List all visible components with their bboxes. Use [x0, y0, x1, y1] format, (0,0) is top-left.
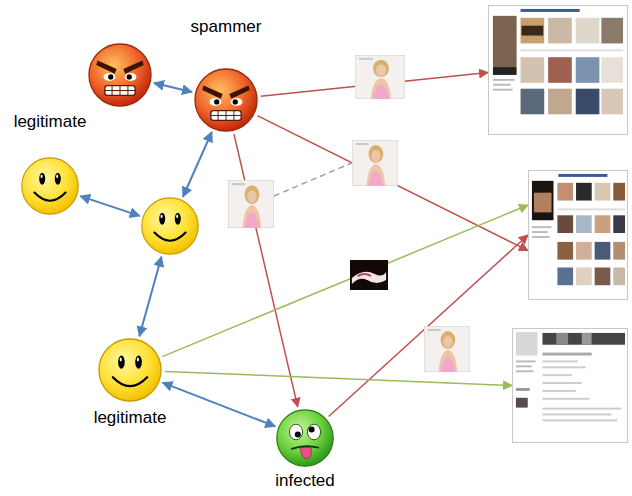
dashed-link: [274, 162, 354, 196]
node-label: legitimate: [94, 408, 167, 428]
web-page: [512, 328, 628, 443]
photo-thumbnail: [228, 180, 274, 228]
page-screenshot: [513, 329, 627, 442]
connector-arrow: [154, 83, 192, 92]
connector-arrow: [257, 116, 528, 251]
face-icon: [275, 408, 335, 468]
connector-arrow: [80, 196, 139, 216]
user-face: [140, 196, 200, 256]
face-icon: [140, 196, 200, 256]
node-label: infected: [275, 471, 335, 491]
connector-arrow: [165, 371, 512, 385]
face-icon: [193, 67, 259, 133]
node-label: legitimate: [14, 112, 87, 132]
photo-thumbnail: [350, 250, 388, 294]
page-screenshot: [529, 171, 627, 299]
web-page: [488, 5, 628, 135]
connector-arrow: [234, 134, 298, 407]
user-face: legitimate: [94, 337, 167, 428]
connector-arrow: [329, 235, 528, 416]
user-face: spammer: [191, 17, 262, 133]
user-face: [87, 42, 153, 108]
connector-arrow: [139, 257, 161, 336]
photo-thumbnail: [424, 326, 470, 372]
face-icon: [97, 337, 163, 403]
face-icon: [20, 156, 80, 216]
user-face: infected: [275, 408, 335, 491]
connector-arrow: [162, 205, 528, 357]
node-label: spammer: [191, 17, 262, 37]
connector-arrow: [163, 383, 276, 427]
photo-thumbnail: [355, 55, 405, 99]
face-icon: [87, 42, 153, 108]
user-face: legitimate: [14, 112, 87, 216]
web-page: [528, 170, 628, 300]
connector-arrow: [183, 132, 212, 197]
page-screenshot: [489, 6, 627, 134]
photo-thumbnail: [352, 140, 398, 186]
